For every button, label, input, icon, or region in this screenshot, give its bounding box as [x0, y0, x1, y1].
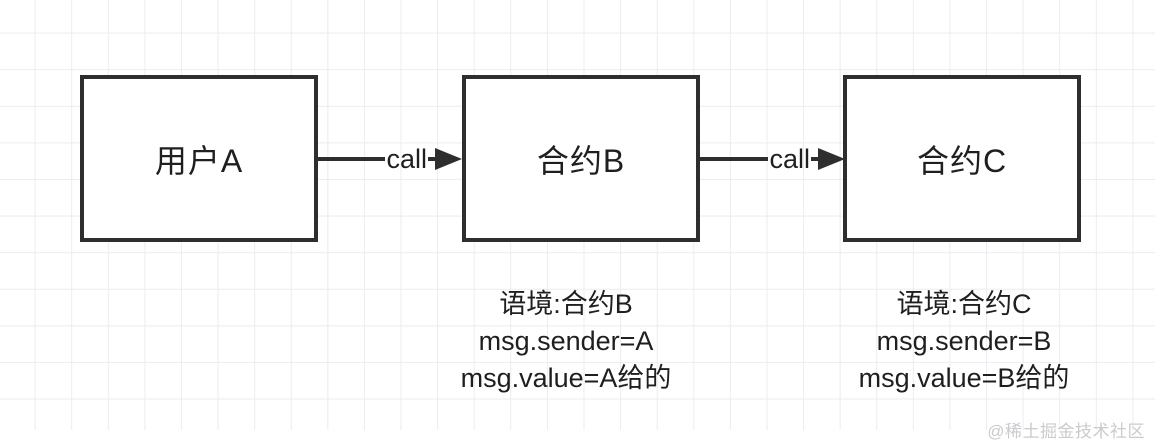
- annotation-contract-b: 语境:合约B msg.sender=A msg.value=A给的: [406, 286, 726, 397]
- node-user-a: 用户A: [80, 75, 318, 242]
- annotation-context-line: 语境:合约C: [896, 289, 1032, 319]
- node-contract-c: 合约C: [843, 75, 1081, 242]
- arrowhead-right-icon: [435, 148, 462, 170]
- edge-call-label: call: [769, 143, 810, 174]
- node-contract-b-label: 合约B: [536, 142, 626, 179]
- edge-call-label: call: [386, 143, 427, 174]
- annotation-value-line: msg.value=B给的: [858, 363, 1070, 393]
- edge-line: [428, 157, 435, 161]
- node-contract-b: 合约B: [462, 75, 700, 242]
- edge-contract-b-to-contract-c: call: [698, 143, 845, 175]
- node-contract-c-label: 合约C: [916, 142, 1008, 179]
- annotation-contract-c: 语境:合约C msg.sender=B msg.value=B给的: [804, 286, 1124, 397]
- annotation-sender-line: msg.sender=A: [478, 326, 654, 356]
- edge-line: [811, 157, 818, 161]
- edge-line: [316, 157, 386, 161]
- edge-user-a-to-contract-b: call: [316, 143, 462, 175]
- edge-line: [698, 157, 769, 161]
- node-user-a-label: 用户A: [154, 142, 244, 179]
- annotation-sender-line: msg.sender=B: [876, 326, 1052, 356]
- watermark: @稀土掘金技术社区: [987, 422, 1145, 441]
- arrowhead-right-icon: [818, 148, 845, 170]
- annotation-context-line: 语境:合约B: [499, 289, 633, 319]
- annotation-value-line: msg.value=A给的: [460, 363, 672, 393]
